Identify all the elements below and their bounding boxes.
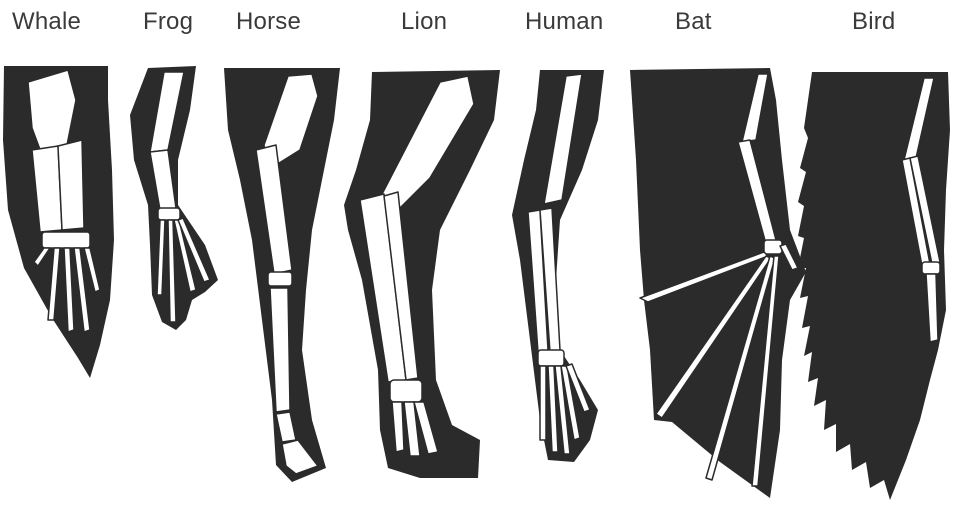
lion-carpals (390, 380, 422, 402)
whale-carpals (42, 232, 90, 248)
human-digit-1 (540, 366, 546, 440)
whale-ulna (58, 140, 84, 230)
horse-carpals (268, 272, 292, 286)
frog-carpals (158, 208, 180, 220)
bat-wing-silhouette (630, 68, 806, 498)
bat-carpals (764, 240, 782, 254)
human-carpals (538, 350, 564, 366)
bird-carpals (922, 262, 940, 274)
